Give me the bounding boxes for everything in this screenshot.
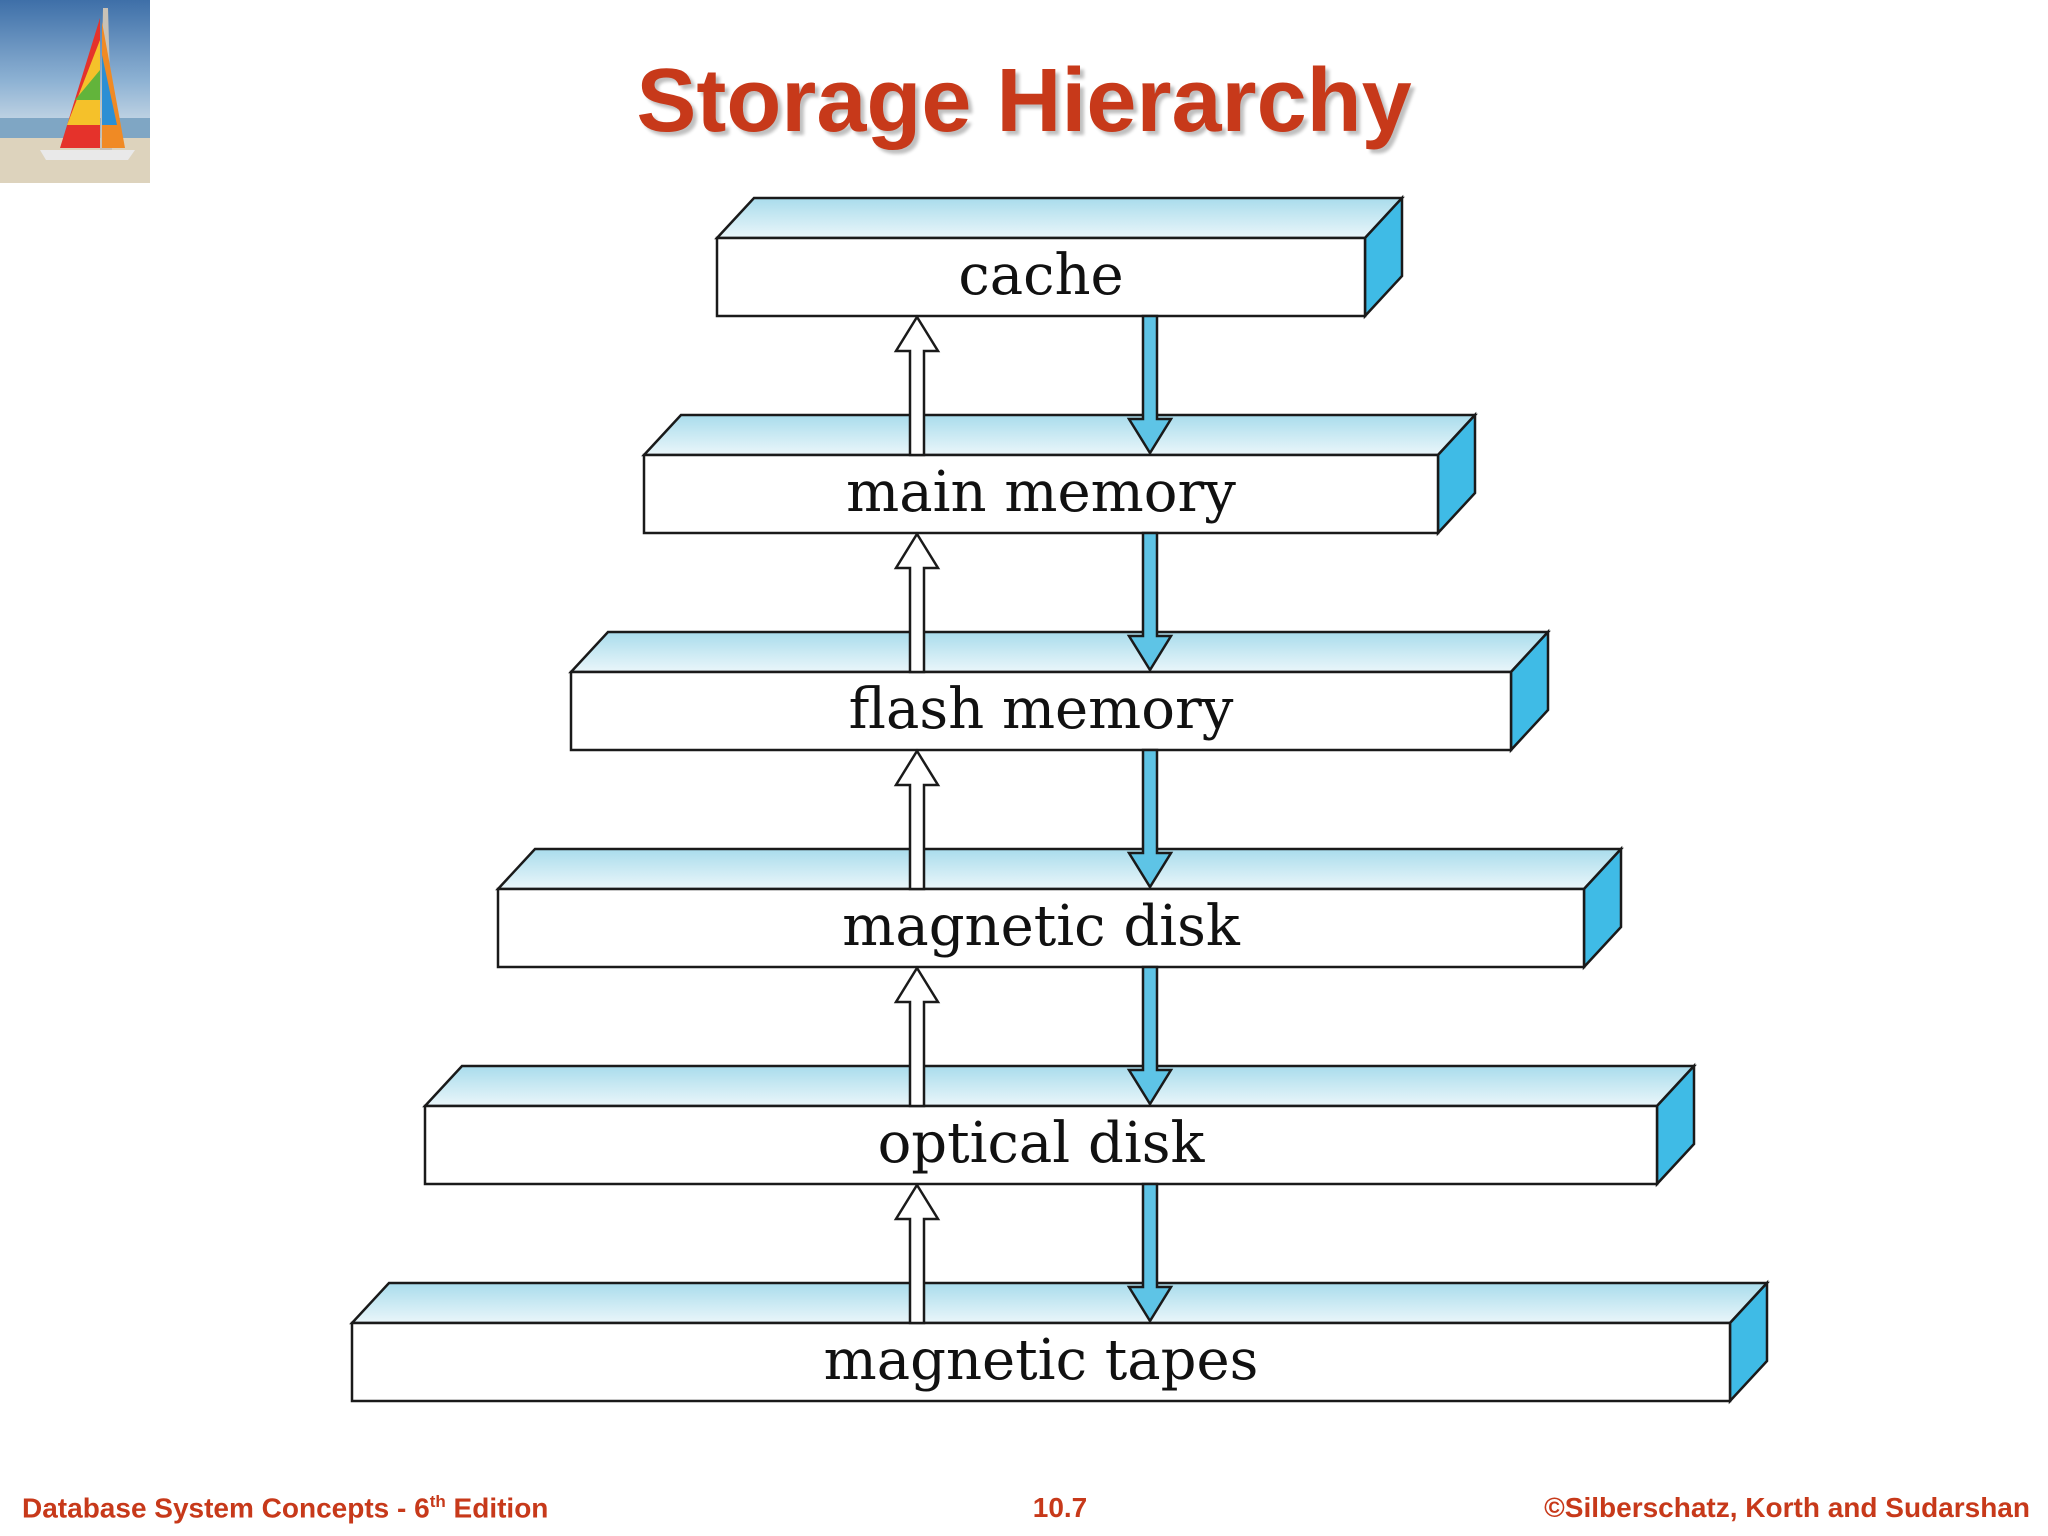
- footer-copyright: ©Silberschatz, Korth and Sudarshan: [1544, 1492, 2030, 1523]
- level-top-face: [495, 847, 1624, 891]
- level-front-face: [715, 236, 1367, 318]
- storage-level: magnetic tapes: [349, 1279, 1770, 1405]
- level-top-face: [714, 196, 1405, 240]
- storage-level: magnetic disk: [495, 845, 1624, 971]
- up-arrow-icon: [893, 314, 941, 457]
- level-front-face: [423, 1104, 1659, 1186]
- down-arrow-icon: [1126, 965, 1174, 1107]
- storage-level: main memory: [641, 411, 1478, 537]
- level-top-face: [641, 413, 1478, 457]
- footer-page-number: 10.7: [1032, 1492, 1088, 1523]
- down-arrow-icon: [1126, 748, 1174, 890]
- level-front-face: [642, 453, 1440, 535]
- level-front-face: [496, 887, 1586, 969]
- up-arrow-icon: [893, 748, 941, 891]
- slide-title: Storage Hierarchy: [636, 51, 1412, 151]
- footer-book-title: Database System Concepts - 6th Edition: [22, 1492, 549, 1524]
- level-label: cache: [958, 243, 1123, 308]
- level-label: flash memory: [849, 677, 1234, 742]
- sailboat-logo: [0, 0, 150, 183]
- storage-level: optical disk: [422, 1062, 1697, 1188]
- level-front-face: [569, 670, 1513, 752]
- up-arrow-icon: [893, 965, 941, 1108]
- down-arrow-icon: [1126, 531, 1174, 673]
- level-label: magnetic tapes: [824, 1328, 1259, 1393]
- storage-level: cache: [714, 194, 1405, 320]
- level-top-face: [349, 1281, 1770, 1325]
- level-label: main memory: [846, 460, 1236, 525]
- storage-level: flash memory: [568, 628, 1551, 754]
- up-arrow-icon: [893, 1182, 941, 1325]
- down-arrow-icon: [1126, 1182, 1174, 1324]
- level-label: optical disk: [878, 1111, 1206, 1176]
- down-arrow-icon: [1126, 314, 1174, 456]
- level-top-face: [422, 1064, 1697, 1108]
- level-top-face: [568, 630, 1551, 674]
- level-front-face: [350, 1321, 1732, 1403]
- up-arrow-icon: [893, 531, 941, 674]
- level-label: magnetic disk: [842, 894, 1241, 959]
